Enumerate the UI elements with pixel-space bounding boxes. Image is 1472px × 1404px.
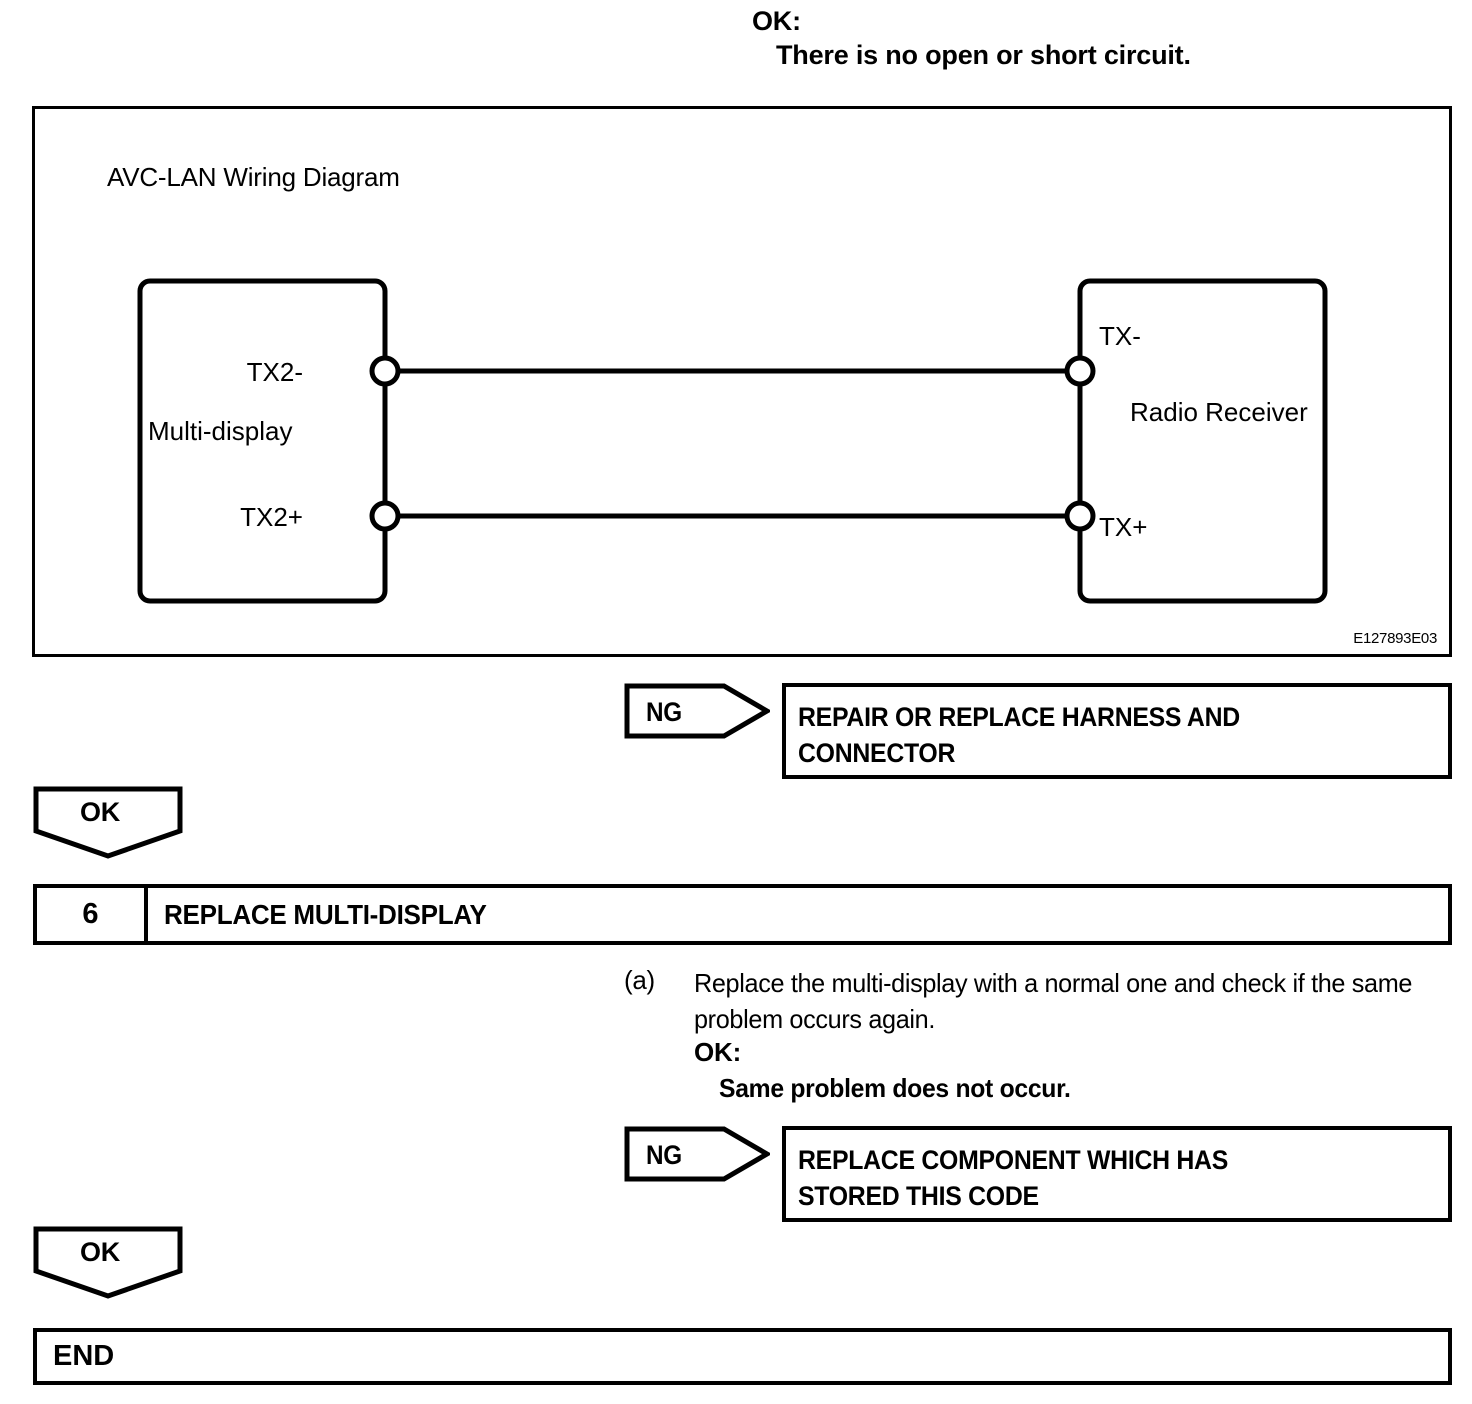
step-row-divider bbox=[144, 888, 148, 941]
ng-result-box-1: REPAIR OR REPLACE HARNESS AND CONNECTOR bbox=[782, 683, 1452, 779]
multi-display-label: Multi-display bbox=[148, 416, 293, 446]
instruction-ok-text: Same problem does not occur. bbox=[719, 1073, 1071, 1103]
end-step-box: END bbox=[33, 1328, 1452, 1385]
terminal-label-tx-minus: TX- bbox=[1099, 321, 1141, 351]
ng-result-box-2: REPLACE COMPONENT WHICH HAS STORED THIS … bbox=[782, 1126, 1452, 1222]
terminal-label-tx-plus: TX+ bbox=[1099, 512, 1147, 542]
instruction-ok-label: OK: bbox=[694, 1037, 742, 1067]
terminal-label-tx2-minus: TX2- bbox=[247, 357, 303, 387]
ng-result-text-1: REPAIR OR REPLACE HARNESS AND CONNECTOR bbox=[798, 702, 1240, 768]
ok-condition-text: There is no open or short circuit. bbox=[776, 40, 1191, 70]
terminal-tx2-minus bbox=[369, 355, 401, 387]
ok-chevron-label-2: OK bbox=[80, 1237, 121, 1267]
ok-statement: OK: There is no open or short circuit. bbox=[752, 4, 1452, 72]
ok-chevron-2: OK bbox=[33, 1226, 183, 1305]
terminal-tx-plus bbox=[1064, 500, 1096, 532]
terminal-label-tx2-plus: TX2+ bbox=[240, 502, 303, 532]
terminal-tx-minus bbox=[1064, 355, 1096, 387]
ng-arrow-shape-2 bbox=[624, 1126, 772, 1182]
multi-display-box bbox=[137, 278, 388, 604]
step-number-6: 6 bbox=[82, 898, 99, 930]
terminal-tx2-plus bbox=[369, 500, 401, 532]
radio-receiver-label: Radio Receiver bbox=[1130, 397, 1308, 427]
wiring-diagram-frame: AVC-LAN Wiring Diagram Multi-display Rad… bbox=[32, 106, 1452, 657]
ng-arrow-label-1: NG bbox=[646, 697, 682, 727]
wiring-diagram-graphic: Multi-display Radio Receiver TX2- TX2+ T… bbox=[137, 278, 1328, 604]
step-title-6: REPLACE MULTI-DISPLAY bbox=[164, 898, 487, 930]
instruction-text: Replace the multi-display with a normal … bbox=[694, 968, 1413, 1034]
radio-receiver-box bbox=[1077, 278, 1328, 604]
figure-code: E127893E03 bbox=[1353, 630, 1437, 647]
ok-chevron-shape-2 bbox=[33, 1226, 183, 1299]
ok-chevron-shape-1 bbox=[33, 786, 183, 859]
step-row-6: 6 REPLACE MULTI-DISPLAY bbox=[33, 884, 1452, 945]
end-step-label: END bbox=[53, 1340, 115, 1372]
ok-chevron-1: OK bbox=[33, 786, 183, 865]
ok-chevron-label-1: OK bbox=[80, 797, 121, 827]
ok-condition-label: OK: bbox=[752, 6, 801, 36]
ng-arrow-shape-1 bbox=[624, 683, 772, 739]
ng-result-text-2: REPLACE COMPONENT WHICH HAS STORED THIS … bbox=[798, 1145, 1229, 1211]
ng-arrow-2: NG bbox=[624, 1126, 772, 1187]
instruction-marker: (a) bbox=[624, 965, 655, 995]
ng-arrow-1: NG bbox=[624, 683, 772, 744]
wiring-diagram-title: AVC-LAN Wiring Diagram bbox=[107, 162, 400, 192]
ng-arrow-label-2: NG bbox=[646, 1140, 682, 1170]
